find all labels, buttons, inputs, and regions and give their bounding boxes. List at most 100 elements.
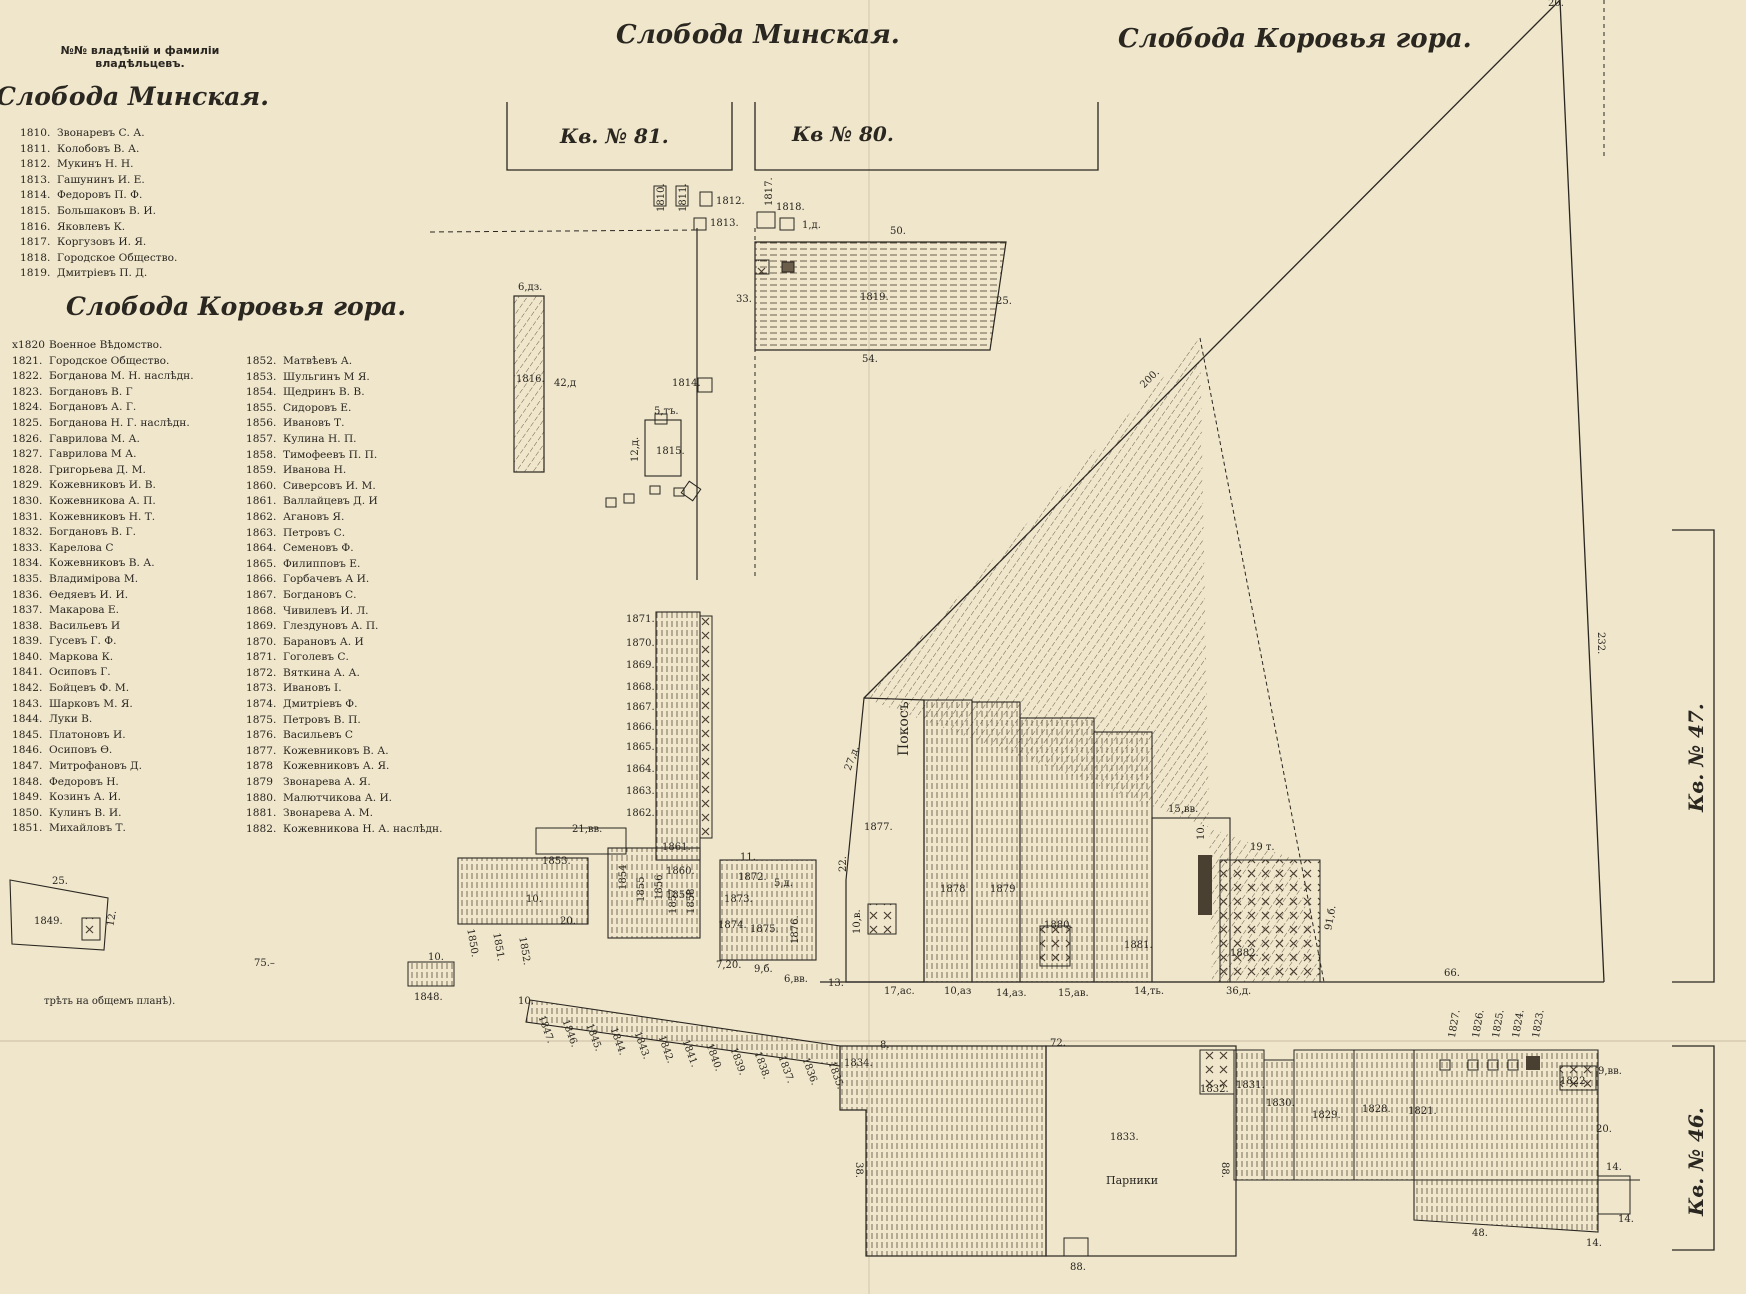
label-1817: 1817. <box>764 177 775 206</box>
owner-entry-number: 1847. <box>12 760 43 773</box>
dim-66: 66. <box>1444 968 1460 979</box>
owner-entry: 1825.Богданова Н. Г. наслѣдн. <box>12 416 194 432</box>
owner-entry-number: 1853. <box>246 370 277 383</box>
owner-entry: 1882.Кожевникова Н. А. наслѣдн. <box>246 822 442 838</box>
owner-entry: 1817.Коргузовъ И. Я. <box>20 235 177 251</box>
owner-entry: 1839.Гусевъ Г. Ф. <box>12 634 194 650</box>
plot-1882-crossed <box>1219 859 1321 983</box>
owner-entry-name: Васильевъ И <box>49 619 121 632</box>
owner-entry: 1838.Васильевъ И <box>12 619 194 635</box>
owner-entry-name: Маркова К. <box>49 650 114 663</box>
owner-entry-number: 1832. <box>12 526 43 539</box>
owner-entry: 1874.Дмитрiевъ Ф. <box>246 697 442 713</box>
plot-1830 <box>1263 1059 1295 1181</box>
dim-14az: 14,аз. <box>996 988 1027 999</box>
owner-entry-number: 1851. <box>12 822 43 835</box>
dim-33: 33. <box>736 294 752 305</box>
owner-entry-number: 1814. <box>20 189 51 202</box>
dim-8: 8. <box>880 1040 890 1051</box>
dim-10v: 10,в. <box>852 909 863 934</box>
owner-entry-number: 1823. <box>12 385 43 398</box>
owner-entry-number: 1816. <box>20 220 51 233</box>
plot-1815-hut-3 <box>673 487 685 497</box>
plot-1881 <box>1093 731 1153 983</box>
dim-72: 72. <box>1050 1038 1066 1049</box>
owner-entry-name: Чивилевъ И. Л. <box>283 604 369 617</box>
owner-entry-number: 1813. <box>20 173 51 186</box>
quarter-46-frame <box>1672 1045 1715 1251</box>
owner-entry-name: Большаковъ В. И. <box>57 204 157 217</box>
column-plots-1861-1871 <box>655 611 701 861</box>
owner-entry-number: 1835. <box>12 572 43 585</box>
owner-entry-number: 1869. <box>246 620 277 633</box>
owner-entry: 1851. Михайловъ Т. <box>12 821 194 837</box>
owner-entry-number: 1815. <box>20 204 51 217</box>
owner-entry-name: Агановъ Я. <box>283 510 345 523</box>
dim-54: 54. <box>862 354 878 365</box>
quarter-81-boundary <box>506 102 733 171</box>
owner-entry-name: Кожевниковъ Н. Т. <box>49 510 156 523</box>
owner-entry: 1823.Богдановъ В. Г <box>12 385 194 401</box>
owner-entry-number: 1841. <box>12 666 43 679</box>
owner-entry: 1833.Карелова С <box>12 541 194 557</box>
owner-entry-name: Михайловъ Т. <box>49 822 126 835</box>
dim-232: 232. <box>1595 632 1606 654</box>
owner-entry-number: 1842. <box>12 682 43 695</box>
owner-entry-number: 1850. <box>12 806 43 819</box>
label-1812: 1812. <box>716 196 745 207</box>
owner-entry: 1826.Гаврилова М. А. <box>12 432 194 448</box>
owner-entry-number: 1848. <box>12 775 43 788</box>
owner-entry-number: 1876. <box>246 729 277 742</box>
owner-entry: 1831. Кожевниковъ Н. Т. <box>12 510 194 526</box>
plot-1878 <box>923 699 973 983</box>
owner-entry-name: Богданова Н. Г. наслѣдн. <box>49 416 190 429</box>
label-1879: 1879 <box>990 884 1015 895</box>
label-1850: 1850. <box>464 928 480 958</box>
map-title-korovya: Слобода Коровья гора. <box>1118 24 1472 54</box>
cluster-plots-1872-1876 <box>719 859 817 961</box>
plot-1812 <box>699 191 713 207</box>
owner-entry-number: 1833. <box>12 541 43 554</box>
owner-entry-number: 1846. <box>12 744 43 757</box>
owner-entry-number: 1845. <box>12 728 43 741</box>
owner-entry-number: 1877. <box>246 744 277 757</box>
owner-entry-number: 1870. <box>246 635 277 648</box>
owner-entry-name: Сиверсовъ И. М. <box>283 479 376 492</box>
plot-1815-hut-6 <box>680 480 702 502</box>
owner-entry-number: 1843. <box>12 697 43 710</box>
owner-entry-number: 1810. <box>20 127 51 139</box>
dim-10-row: 10. <box>518 996 534 1007</box>
plot-1849-crossed <box>81 917 101 941</box>
owner-entry: 1849.Козинъ А. И. <box>12 790 194 806</box>
quarter-80-label: Кв № 80. <box>792 122 894 146</box>
owner-entry-name: Иванова Н. <box>283 464 347 477</box>
owner-entry-number: 1831. <box>12 510 43 523</box>
dim-25: 25. <box>996 296 1012 307</box>
owner-entry-number: 1817. <box>20 236 51 249</box>
dim-9b: 9,б. <box>754 964 773 975</box>
label-1866: 1866. <box>626 722 655 733</box>
owner-entry-number: 1826. <box>12 432 43 445</box>
label-1863: 1863. <box>626 786 655 797</box>
owner-entry: 1840.Маркова К. <box>12 650 194 666</box>
owner-entry-name: Вяткина А. А. <box>283 666 360 679</box>
owner-entry: 1866.Горбачевъ А И. <box>246 572 442 588</box>
owner-entry-number: 1875. <box>246 713 277 726</box>
owner-entry: 1847.Митрофановъ Д. <box>12 759 194 775</box>
dim-12d: 12,д. <box>630 437 641 462</box>
plot-1827 <box>1439 1059 1451 1071</box>
dim-5t: 5,тъ. <box>654 406 679 417</box>
owner-entry: 1821.Городское Общество. <box>12 354 194 370</box>
owner-entry: 1811.Колобовъ В. А. <box>20 142 177 158</box>
plot-1817 <box>756 211 776 229</box>
owner-entry-number: 1879 <box>246 776 273 789</box>
label-1826: 1826. <box>1471 1009 1487 1039</box>
plot-1834 <box>839 1045 1047 1257</box>
label-1819: 1819. <box>860 292 889 303</box>
owner-entry-number: 1849. <box>12 791 43 804</box>
dim-13: 13. <box>828 978 844 989</box>
owner-entry-name: Глездуновъ А. П. <box>283 620 379 633</box>
owner-entry: 1850.Кулинъ В. И. <box>12 806 194 822</box>
owner-entry-name: Шульгинъ М Я. <box>283 370 370 383</box>
